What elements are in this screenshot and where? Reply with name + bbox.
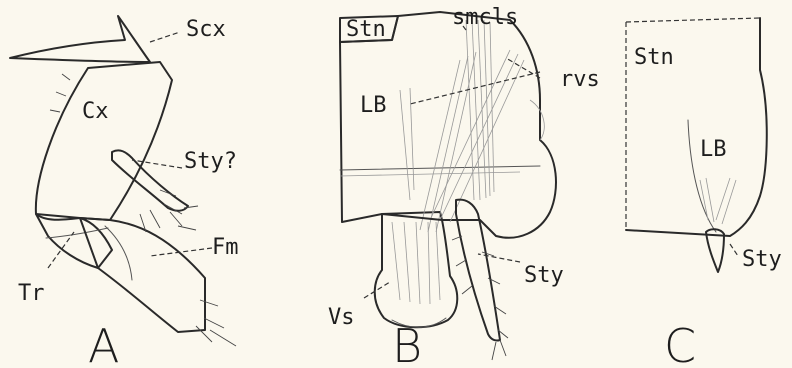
label-tr: Tr xyxy=(18,281,45,306)
femur-shape xyxy=(80,218,205,332)
panel-letter-c: C xyxy=(664,319,696,368)
panel-letter-b: B xyxy=(392,319,422,368)
panel-letter-a: A xyxy=(88,319,119,368)
vesicle-shape xyxy=(375,214,458,327)
label-sty-b: Sty xyxy=(524,263,564,288)
label-smcls: smcls xyxy=(452,5,518,30)
label-lb-c: LB xyxy=(700,137,727,162)
label-stn-b: Stn xyxy=(346,17,386,42)
trochanter-shape xyxy=(36,214,112,268)
label-sty-c: Sty xyxy=(742,247,782,272)
coxa-shape xyxy=(36,62,172,220)
label-rvs: rvs xyxy=(560,67,600,92)
label-stn-c: Stn xyxy=(634,45,674,70)
label-cx: Cx xyxy=(82,99,109,124)
label-fm: Fm xyxy=(212,235,239,260)
setae-a xyxy=(50,74,236,346)
panel-b-drawing xyxy=(340,12,556,360)
label-vs: Vs xyxy=(328,305,355,330)
label-sty-question: Sty? xyxy=(184,149,237,174)
label-lb-b: LB xyxy=(360,93,387,118)
stylus-a-shape xyxy=(112,150,188,210)
label-scx: Scx xyxy=(186,17,226,42)
muscle-fibres xyxy=(400,20,544,232)
subcoxa-shape xyxy=(10,16,150,62)
